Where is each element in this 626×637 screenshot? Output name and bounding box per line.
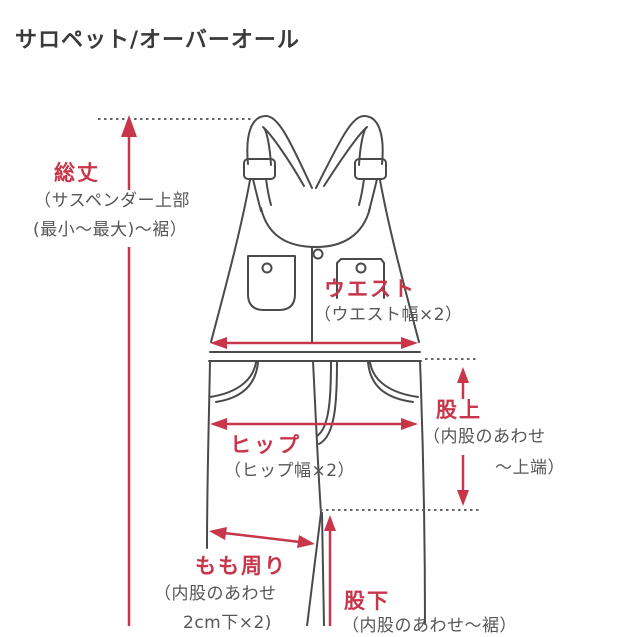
rise-arrow-up (457, 367, 469, 399)
dashed-guides (98, 118, 479, 511)
left-inseam (306, 512, 322, 626)
total-length-arrow (121, 115, 137, 626)
page-title: サロペット/オーバーオール (15, 28, 300, 53)
left-strap-inner (262, 126, 305, 187)
right-strap-inner (323, 126, 368, 187)
left-side-seam (206, 360, 211, 549)
right-buckle (354, 158, 387, 180)
thigh-note-2: 2cm下×2) (183, 613, 272, 633)
waist-arrow (210, 337, 418, 349)
waist-note: （ウエスト幅×2） (314, 305, 463, 325)
thigh-note-1: （内股のあわせ (154, 584, 277, 604)
left-chest-pocket (247, 255, 296, 311)
placket-button (312, 248, 324, 260)
thigh-arrow (209, 527, 315, 548)
right-strap-stub (358, 178, 378, 212)
rise-note-1: （内股のあわせ (423, 427, 546, 447)
hip-arrow (210, 418, 418, 430)
hip-label: ヒップ (230, 433, 302, 457)
inseam-label: 股下 (344, 589, 390, 613)
bib-neckline (260, 207, 371, 248)
left-buckle (243, 158, 276, 180)
left-strap-stub (252, 178, 272, 212)
center-front-seam (312, 360, 322, 514)
inseam-arrow (324, 515, 336, 626)
thigh-label: もも周り (195, 554, 287, 578)
total-length-label: 総丈 (54, 161, 100, 185)
fly-stitch (316, 360, 338, 445)
overalls-garment (206, 115, 426, 626)
bib-left-edge (210, 179, 251, 343)
waist-label: ウエスト (324, 277, 416, 301)
rise-arrow-down (457, 455, 469, 506)
rise-label: 股上 (436, 398, 482, 422)
right-chest-pocket (336, 258, 385, 299)
total-length-note-1: （サスペンダー上部 (34, 191, 190, 211)
left-pocket-button (261, 262, 273, 274)
rise-note-2: ～上端） (495, 458, 565, 478)
right-pocket-button (355, 262, 367, 274)
hip-note: （ヒップ幅×2） (224, 461, 356, 481)
right-inseam (321, 512, 325, 626)
right-side-seam (419, 360, 426, 625)
right-strap-outer (315, 115, 384, 189)
inseam-note: （内股のあわせ～裾） (342, 616, 517, 636)
right-hip-pocket-curve (367, 361, 419, 403)
bib-right-edge (379, 179, 420, 343)
measurement-arrows (121, 115, 469, 626)
total-length-note-2: (最小～最大)～裾） (33, 220, 188, 240)
left-strap-outer (246, 115, 313, 189)
left-hip-pocket-curve (209, 361, 259, 403)
